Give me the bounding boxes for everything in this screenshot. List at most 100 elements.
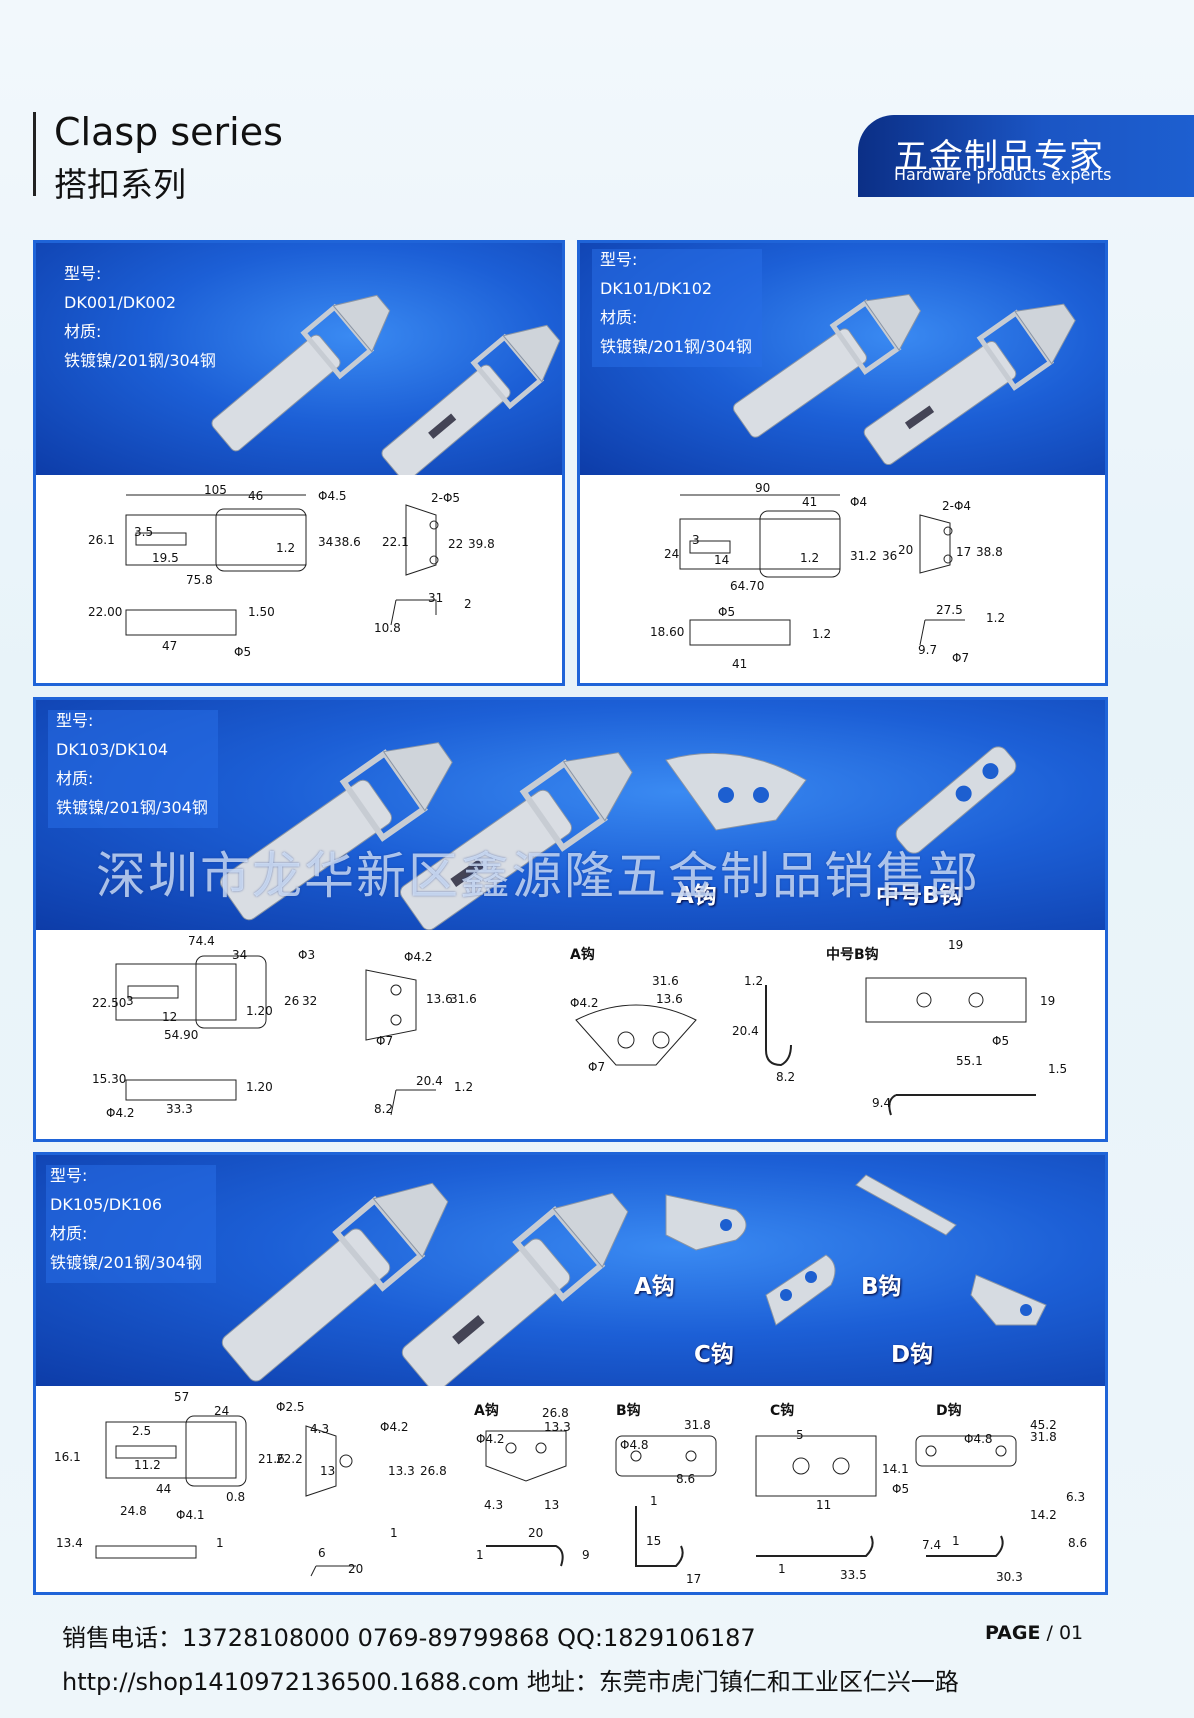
- material-value: 铁镀镍/201钢/304钢: [50, 1253, 202, 1272]
- dim-label: 14: [714, 553, 730, 567]
- page-number: PAGE / 01: [985, 1622, 1083, 1644]
- dim-label: 26.8: [420, 1464, 447, 1478]
- dim-label: 20: [898, 543, 914, 557]
- footer-contact: 销售电话：13728108000 0769-89799868 QQ:182910…: [62, 1624, 756, 1652]
- clasp-illustration: [733, 293, 1076, 466]
- dim-label: 32: [302, 994, 318, 1008]
- dim-label: 26.1: [88, 533, 115, 547]
- dim-label: 64.70: [730, 579, 765, 593]
- dim-label: 46: [248, 489, 264, 503]
- material-label: 材质:: [64, 322, 102, 341]
- model-number: DK103/DK104: [56, 740, 169, 759]
- dim-label: 31.6: [450, 992, 477, 1006]
- product-panel-dk101: 型号: DK101/DK102 材质: 铁镀镍/201钢/304钢: [577, 240, 1108, 686]
- dim-label: 31.8: [684, 1418, 711, 1432]
- product-panel-dk105: 型号: DK105/DK106 材质: 铁镀镍/201钢/304钢: [33, 1152, 1108, 1595]
- hook-b-drawing-label: 中号B钩: [826, 947, 879, 963]
- dim-label: Φ4.2: [476, 1432, 505, 1446]
- dim-label: 1: [650, 1494, 658, 1508]
- model-label: 型号:: [600, 250, 638, 269]
- dim-label: 90: [755, 481, 771, 495]
- model-label: 型号:: [56, 711, 94, 730]
- model-number: DK001/DK002: [64, 293, 177, 312]
- product-panel-dk103: 型号: DK103/DK104 材质: 铁镀镍/201钢/304钢: [33, 697, 1108, 1142]
- dim-label: 24: [214, 1404, 230, 1418]
- dim-label: Φ4.2: [570, 996, 599, 1010]
- product-photo: 型号: DK105/DK106 材质: 铁镀镍/201钢/304钢: [36, 1155, 1105, 1392]
- dim-label: 1: [476, 1548, 484, 1562]
- dim-label: 31.2: [850, 549, 877, 563]
- dimension-drawing: 74.4 34 Φ3 22.50 3 12 1.20 26 32 54.90 Φ…: [36, 930, 1105, 1139]
- dim-label: 0.8: [226, 1490, 246, 1504]
- dim-label: 39.8: [468, 537, 495, 551]
- dimension-drawing: 57 24 Φ2.5 2.5 16.1 11.2 44 21.6 22.2 0.…: [36, 1386, 1105, 1592]
- dim-label: 3.5: [134, 525, 154, 539]
- header-divider: [33, 112, 36, 196]
- hook-d-drawing-label: D钩: [936, 1403, 962, 1419]
- hook-d-photo-label: D钩: [891, 1342, 934, 1368]
- dim-label: 1.2: [986, 611, 1006, 625]
- brand-title-en: Hardware products experts: [894, 165, 1112, 184]
- dim-label: Φ7: [376, 1034, 394, 1048]
- dim-label: 8.2: [374, 1102, 394, 1116]
- dim-label: 22.00: [88, 605, 123, 619]
- technical-drawing: [679, 494, 965, 646]
- model-label: 型号:: [50, 1166, 88, 1185]
- material-label: 材质:: [600, 308, 638, 327]
- dim-label: 2-Φ5: [431, 491, 461, 505]
- dim-label: 13.4: [56, 1536, 83, 1550]
- dim-label: Φ7: [952, 651, 970, 665]
- dim-label: 2: [464, 597, 472, 611]
- dim-label: 4.3: [310, 1422, 330, 1436]
- dim-label: Φ4.8: [964, 1432, 993, 1446]
- dim-label: 7.4: [922, 1538, 942, 1552]
- dimension-drawing: 90 41 Φ4 2-Φ4 24 3 14 1.2 31.2 36 20 17 …: [580, 475, 1105, 683]
- dim-label: 19.5: [152, 551, 179, 565]
- dim-label: Φ4.8: [620, 1438, 649, 1452]
- page-num: / 01: [1046, 1622, 1084, 1644]
- page-title-en: Clasp series: [54, 110, 283, 154]
- dim-label: 55.1: [956, 1054, 983, 1068]
- dim-label: 26: [284, 994, 300, 1008]
- dim-label: 19: [948, 938, 964, 952]
- dim-label: 20.4: [732, 1024, 759, 1038]
- hook-a-drawing-label: A钩: [570, 947, 595, 963]
- dim-label: 20: [348, 1562, 364, 1576]
- dim-label: 20: [528, 1526, 544, 1540]
- dim-label: 47: [162, 639, 178, 653]
- dim-label: 30.3: [996, 1570, 1023, 1584]
- dim-label: Φ4: [850, 495, 868, 509]
- model-label: 型号:: [64, 264, 102, 283]
- hook-a-drawing-label: A钩: [474, 1403, 499, 1419]
- dim-label: 22.2: [276, 1452, 303, 1466]
- dim-label: 31: [428, 591, 444, 605]
- dim-label: 9: [582, 1548, 590, 1562]
- dim-label: 14.1: [882, 1462, 909, 1476]
- dim-label: 13.3: [544, 1420, 571, 1434]
- dim-label: 38.6: [334, 535, 361, 549]
- dim-label: 75.8: [186, 573, 213, 587]
- technical-drawing: [95, 1415, 1017, 1577]
- dim-label: 22.50: [92, 996, 127, 1010]
- dim-label: 12: [162, 1010, 178, 1024]
- dim-label: 3: [692, 533, 700, 547]
- dim-label: 6: [318, 1546, 326, 1560]
- product-photo: 型号: DK001/DK002 材质: 铁镀镍/201钢/304钢: [36, 243, 562, 482]
- dim-label: 34: [232, 948, 248, 962]
- dim-label: 1.2: [800, 551, 820, 565]
- dim-label: 16.1: [54, 1450, 81, 1464]
- brand-title-cn: 五金制品专家: [894, 137, 1104, 177]
- hook-c-photo-label: C钩: [694, 1342, 734, 1368]
- dim-label: Φ4.5: [318, 489, 347, 503]
- dim-label: 17: [956, 545, 972, 559]
- dim-label: Φ5: [992, 1034, 1010, 1048]
- dim-label: 1.2: [744, 974, 764, 988]
- model-number: DK105/DK106: [50, 1195, 163, 1214]
- hook-b-drawing-label: B钩: [616, 1403, 641, 1419]
- dim-label: 10.8: [374, 621, 401, 635]
- dim-label: 1.2: [276, 541, 296, 555]
- dimension-drawing: 105 46 Φ4.5 2-Φ5 26.1 3.5 19.5 1.2 38.6 …: [36, 475, 562, 683]
- dim-label: 74.4: [188, 934, 215, 948]
- dim-label: 31.6: [652, 974, 679, 988]
- product-photo: 型号: DK103/DK104 材质: 铁镀镍/201钢/304钢: [36, 700, 1105, 931]
